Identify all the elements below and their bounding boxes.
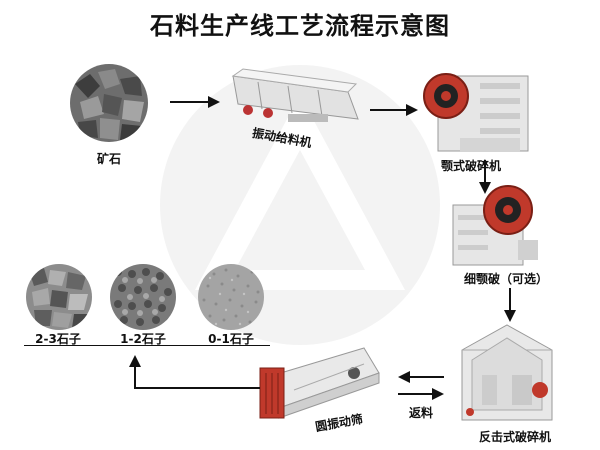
ore-label: 矿石 bbox=[96, 152, 121, 166]
stone-0-1-image bbox=[198, 264, 264, 330]
stone-2-3-label: 2-3石子 bbox=[35, 332, 81, 346]
arrow-fine-to-impact bbox=[504, 288, 516, 322]
fine-jaw-label: 细颚破（可选） bbox=[463, 272, 548, 286]
products-underline bbox=[24, 345, 270, 346]
arrow-screen-to-products bbox=[129, 355, 260, 389]
arrow-impact-to-screen bbox=[398, 371, 444, 383]
stone-2-3-image bbox=[26, 264, 92, 330]
vibrating-screen-image bbox=[259, 347, 380, 419]
jaw-crusher-label: 颚式破碎机 bbox=[440, 159, 501, 173]
return-label: 返料 bbox=[408, 406, 433, 420]
page-title: 石料生产线工艺流程示意图 bbox=[150, 12, 450, 40]
stone-1-2-label: 1-2石子 bbox=[120, 332, 166, 346]
impact-crusher-label: 反击式破碎机 bbox=[478, 430, 551, 444]
arrow-jaw-to-fine bbox=[479, 160, 491, 194]
stone-0-1-label: 0-1石子 bbox=[208, 332, 254, 346]
ore-image bbox=[70, 64, 148, 142]
jaw-crusher-image bbox=[423, 73, 529, 152]
arrow-screen-to-impact bbox=[398, 388, 444, 400]
arrow-ore-to-feeder bbox=[170, 96, 220, 108]
stone-1-2-image bbox=[110, 264, 176, 330]
fine-jaw-crusher-image bbox=[452, 185, 538, 266]
arrow-feeder-to-jaw bbox=[370, 104, 418, 116]
impact-crusher-image bbox=[461, 324, 553, 421]
vibrating-feeder-image bbox=[231, 68, 359, 122]
